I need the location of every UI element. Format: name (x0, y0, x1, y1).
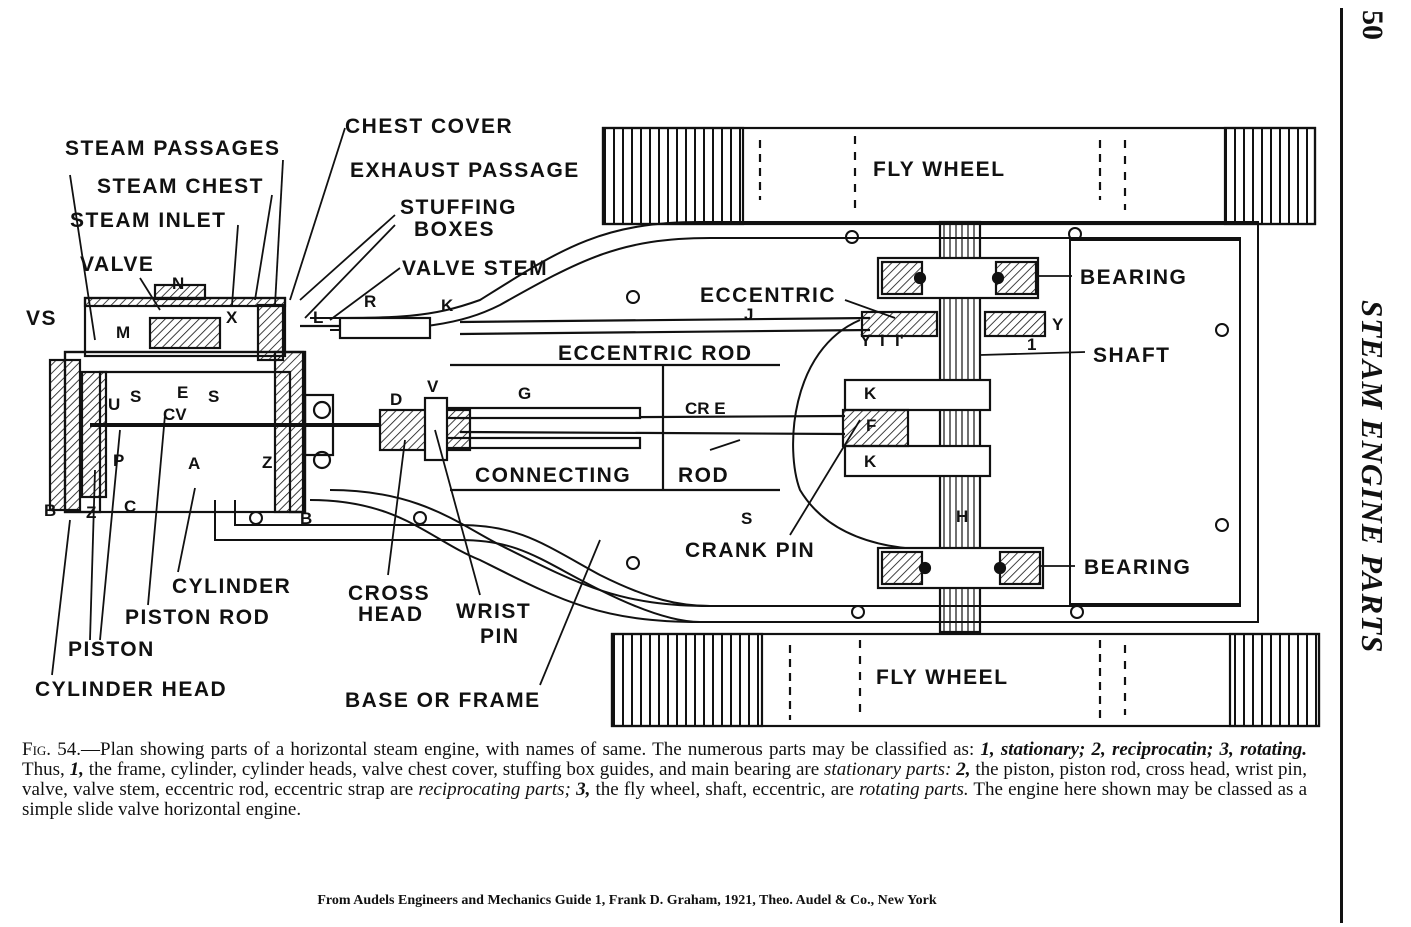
frame-bolts (249, 227, 1229, 619)
label-valve-stem: VALVE STEM (402, 257, 548, 280)
label-cylinder-head: CYLINDER HEAD (35, 678, 227, 701)
letter-x: X (226, 308, 238, 327)
label-boxes: BOXES (414, 218, 495, 241)
letter-k-top: K (441, 296, 454, 315)
label-steam-chest: STEAM CHEST (97, 175, 264, 198)
label-wrist: WRIST (456, 600, 531, 623)
letter-e: E (177, 383, 188, 402)
fly-wheel-bottom (610, 632, 1321, 728)
label-shaft: SHAFT (1093, 344, 1171, 367)
letter-r: R (364, 292, 376, 311)
label-eccentric-rod: ECCENTRIC ROD (558, 342, 753, 365)
letter-i1: I (880, 331, 885, 350)
letter-y2: Y (1052, 315, 1064, 334)
letter-s2: S (208, 387, 219, 406)
letter-cv: CV (163, 405, 187, 424)
label-piston: PISTON (68, 638, 155, 661)
page-edge-rule (1340, 8, 1343, 923)
letter-one: 1 (1027, 335, 1036, 354)
letter-z1: Z (262, 453, 272, 472)
letter-j: J (744, 305, 753, 324)
letter-v2: V (427, 377, 439, 396)
eccentric-rod-line (459, 316, 871, 324)
letter-p: P (113, 451, 124, 470)
label-bearing-bottom: BEARING (1084, 556, 1191, 579)
letter-k3: K (864, 452, 877, 471)
letter-s3: S (741, 509, 752, 528)
steam-chest (83, 283, 287, 362)
label-pin: PIN (480, 625, 520, 648)
label-piston-rod: PISTON ROD (125, 606, 270, 629)
letter-cre: CR E (685, 399, 726, 418)
label-stuffing: STUFFING (400, 196, 517, 219)
running-head: STEAM ENGINE PARTS (1355, 300, 1390, 654)
letter-b1: B (44, 501, 56, 520)
eccentric (860, 310, 1047, 338)
letter-y1: Y (860, 331, 872, 350)
page-number: 50 (1356, 10, 1389, 40)
letter-a: A (188, 454, 200, 473)
label-vs: VS (26, 307, 57, 330)
label-steam-passages: STEAM PASSAGES (65, 137, 280, 160)
letter-f: F (866, 416, 876, 435)
label-bearing-top: BEARING (1080, 266, 1187, 289)
label-eccentric: ECCENTRIC (700, 284, 836, 307)
label-cross: CROSS (348, 582, 430, 605)
label-cylinder: CYLINDER (172, 575, 291, 598)
label-crank-pin: CRANK PIN (685, 539, 815, 562)
label-chest-cover: CHEST COVER (345, 115, 513, 138)
letter-g: G (518, 384, 531, 403)
letter-s1: S (130, 387, 141, 406)
fly-wheel-top (601, 126, 1317, 226)
letter-b2: B (300, 509, 312, 528)
letter-k2: K (864, 384, 877, 403)
letter-d: D (390, 390, 402, 409)
letter-m: M (116, 323, 130, 342)
caption-fig-label: Fig. 54. (22, 739, 81, 760)
label-head: HEAD (358, 603, 424, 626)
source-credit: From Audels Engineers and Mechanics Guid… (317, 893, 937, 908)
label-steam-inlet: STEAM INLET (70, 209, 227, 232)
label-fly-wheel-top: FLY WHEEL (873, 158, 1006, 181)
label-rod: ROD (678, 464, 729, 487)
leader-lines (51, 127, 1086, 686)
label-connecting: CONNECTING (475, 464, 631, 487)
label-valve: VALVE (80, 253, 154, 276)
steam-engine-diagram: STEAM PASSAGES CHEST COVER STEAM CHEST E… (26, 115, 1321, 728)
base-frame (214, 221, 1259, 623)
bearings (876, 256, 1045, 590)
label-fly-wheel-bottom: FLY WHEEL (876, 666, 1009, 689)
label-exhaust-passage: EXHAUST PASSAGE (350, 159, 580, 182)
letter-c: C (124, 497, 136, 516)
figure-caption: Fig. 54.—Plan showing parts of a horizon… (22, 739, 1308, 820)
letter-h: H (956, 507, 968, 526)
letter-u: U (108, 395, 120, 414)
cylinder (48, 350, 335, 514)
letter-z2: Z (86, 503, 96, 522)
letter-i2: I' (895, 331, 904, 350)
cross-head (378, 396, 472, 462)
letter-l: L (313, 308, 323, 327)
letter-n: N (172, 274, 184, 293)
label-base-or-frame: BASE OR FRAME (345, 689, 541, 712)
